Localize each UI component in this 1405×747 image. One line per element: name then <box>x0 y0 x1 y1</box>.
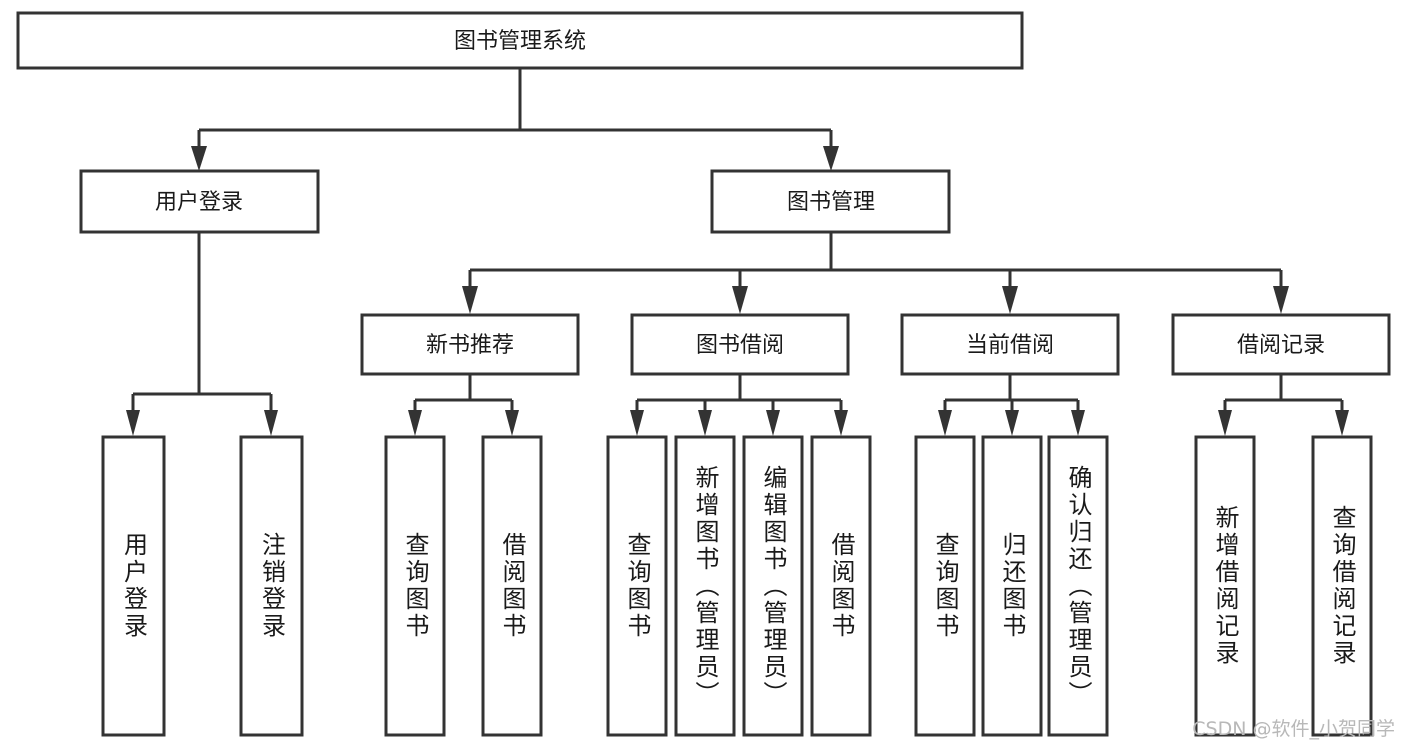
arrowhead-leaf-confirm-return <box>1071 410 1085 436</box>
connector-root-bus <box>197 68 833 160</box>
node-current-borrow-label: 当前借阅 <box>966 333 1054 358</box>
node-leaf-user-login[interactable] <box>101 435 166 737</box>
arrowhead-leaf-edit-book <box>766 410 780 436</box>
node-root[interactable] <box>16 11 1024 70</box>
node-leaf-confirm-return[interactable] <box>1047 435 1109 737</box>
arrowhead-leaf-add-book <box>698 410 712 436</box>
node-new-book-recommend-label: 新书推荐 <box>426 333 514 358</box>
arrowhead-leaf-logout-login <box>264 410 278 436</box>
arrowhead-leaf-query-book-3 <box>938 410 952 436</box>
node-borrow-record-label: 借阅记录 <box>1237 333 1325 358</box>
node-book-management-label: 图书管理 <box>787 190 875 215</box>
arrowhead-user-login <box>191 146 207 171</box>
node-book-borrow[interactable] <box>630 313 850 376</box>
arrowhead-leaf-return-book <box>1005 410 1019 436</box>
connector-book-management-bus <box>468 232 1283 288</box>
node-leaf-query-record[interactable] <box>1311 435 1373 737</box>
node-book-management[interactable] <box>710 169 951 234</box>
arrowhead-leaf-borrow-book-2 <box>834 410 848 436</box>
node-current-borrow[interactable] <box>900 313 1120 376</box>
watermark-text: CSDN @软件_小贺同学 <box>1192 718 1395 740</box>
connector-book-borrow-bus <box>635 374 843 412</box>
connector-new-book-recommend-bus <box>413 374 514 412</box>
arrowhead-current-borrow <box>1002 286 1018 314</box>
arrowhead-leaf-query-book-2 <box>630 410 644 436</box>
arrowhead-book-management <box>823 146 839 171</box>
node-user-login-label: 用户登录 <box>155 190 243 215</box>
arrowhead-leaf-query-record <box>1335 410 1349 436</box>
node-leaf-logout-login[interactable] <box>239 435 304 737</box>
node-borrow-record[interactable] <box>1171 313 1391 376</box>
node-leaf-add-book[interactable] <box>674 435 736 737</box>
arrowhead-borrow-record <box>1273 286 1289 314</box>
node-leaf-query-book-3[interactable] <box>914 435 976 737</box>
node-new-book-recommend[interactable] <box>360 313 580 376</box>
connector-borrow-record-bus <box>1223 374 1344 412</box>
connector-user-login-bus <box>131 232 273 412</box>
node-leaf-add-record[interactable] <box>1194 435 1256 737</box>
arrowhead-leaf-add-record <box>1218 410 1232 436</box>
node-leaf-borrow-book-2[interactable] <box>810 435 872 737</box>
arrowhead-book-borrow <box>732 286 748 314</box>
arrowhead-leaf-query-book-1 <box>408 410 422 436</box>
connector-layer <box>126 68 1349 436</box>
arrowhead-leaf-borrow-book-1 <box>505 410 519 436</box>
node-leaf-return-book[interactable] <box>981 435 1043 737</box>
node-root-label: 图书管理系统 <box>454 29 586 54</box>
node-book-borrow-label: 图书借阅 <box>696 333 784 358</box>
node-layer: 图书管理系统 用户登录 图书管理 新书推荐 图书借阅 当前借阅 借阅记录 <box>16 11 1391 737</box>
node-user-login[interactable] <box>79 169 320 234</box>
node-leaf-borrow-book-1[interactable] <box>481 435 543 737</box>
node-leaf-query-book-2[interactable] <box>606 435 668 737</box>
node-leaf-edit-book[interactable] <box>742 435 804 737</box>
arrowhead-leaf-user-login <box>126 410 140 436</box>
arrowhead-new-book-recommend <box>462 286 478 314</box>
connector-current-borrow-bus <box>943 374 1080 412</box>
node-leaf-query-book-1[interactable] <box>384 435 446 737</box>
